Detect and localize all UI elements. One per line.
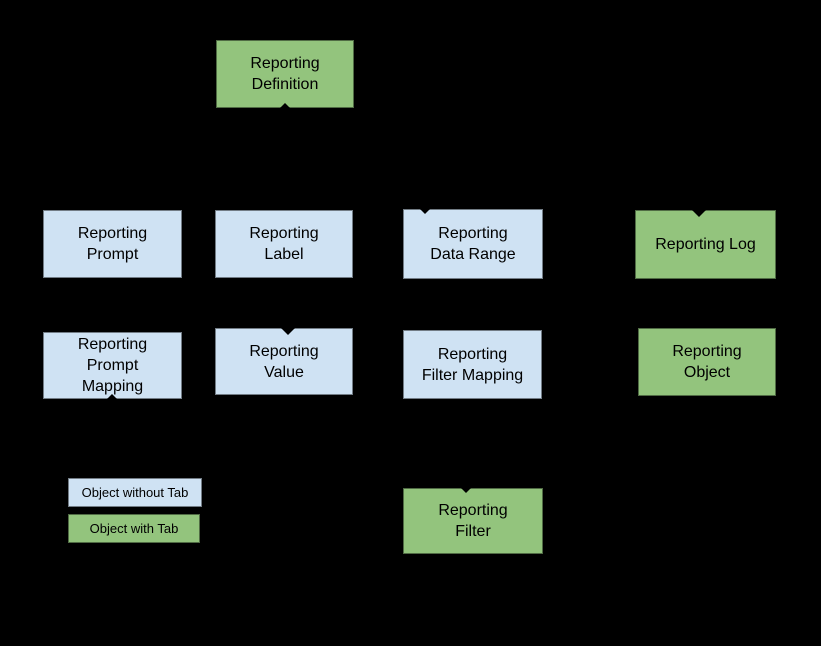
arrowhead-icon: [692, 210, 706, 217]
node-label: Reporting Data Range: [430, 225, 516, 263]
node-label: Reporting Definition: [250, 55, 320, 93]
arrowhead-icon: [106, 394, 118, 400]
arrowhead-icon: [279, 103, 291, 109]
node-reporting-label: Reporting Label: [215, 210, 353, 278]
node-label: Reporting Value: [249, 342, 319, 381]
node-reporting-prompt: Reporting Prompt: [43, 210, 182, 278]
node-reporting-data-range: Reporting Data Range: [403, 209, 543, 279]
node-reporting-value: Reporting Value: [215, 328, 353, 395]
node-label: Reporting Prompt Mapping: [77, 336, 148, 395]
node-label: Reporting Prompt: [77, 225, 148, 263]
legend-label: Object without Tab: [81, 485, 189, 500]
arrowhead-icon: [420, 209, 430, 214]
node-label: Reporting Log: [655, 236, 756, 253]
node-reporting-prompt-mapping: Reporting Prompt Mapping: [43, 332, 182, 399]
legend-object-with-tab: Object with Tab: [68, 514, 200, 543]
arrowhead-icon: [281, 328, 295, 335]
node-reporting-filter: Reporting Filter: [403, 488, 543, 554]
node-label: Reporting Label: [249, 225, 319, 263]
node-label: Reporting Object: [672, 343, 742, 381]
node-reporting-object: Reporting Object: [638, 328, 776, 396]
node-label: Reporting Filter: [438, 502, 508, 540]
node-reporting-filter-mapping: Reporting Filter Mapping: [403, 330, 542, 399]
legend-label: Object with Tab: [89, 521, 179, 536]
node-reporting-log: Reporting Log: [635, 210, 776, 279]
node-reporting-definition: Reporting Definition: [216, 40, 354, 108]
node-label: Reporting Filter Mapping: [421, 345, 524, 384]
arrowhead-icon: [461, 488, 471, 493]
legend-object-without-tab: Object without Tab: [68, 478, 202, 507]
